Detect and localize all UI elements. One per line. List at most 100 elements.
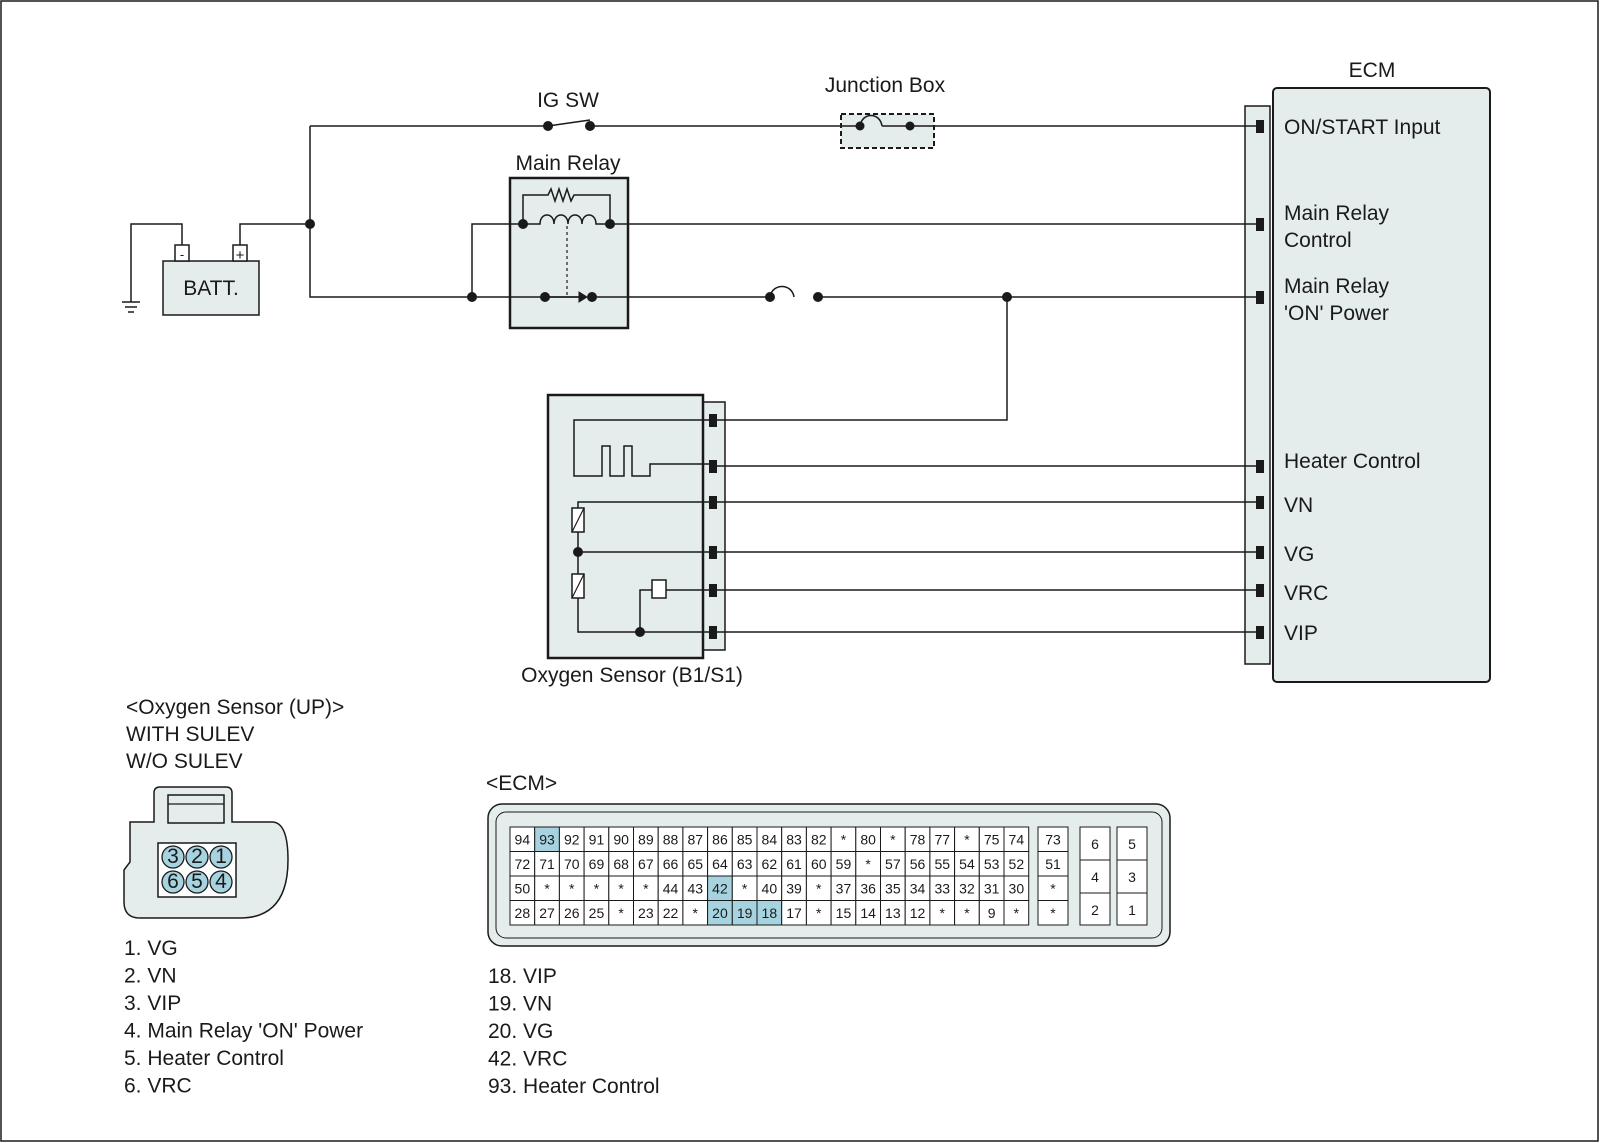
ecm-pin-number: *: [816, 905, 822, 921]
ecm-side-number: 51: [1045, 856, 1061, 872]
sensor-pin-number: 6: [167, 870, 179, 893]
ecm-pin-number: 80: [860, 831, 876, 847]
junction-dot: [765, 292, 775, 302]
ecm-pin-cell: [608, 826, 634, 852]
ecm-pin-cell: [731, 875, 758, 901]
ecm-pin-number: 18: [762, 905, 778, 921]
ecm-pin-cell: [1003, 851, 1030, 877]
ecm-pin-cell: [978, 900, 1005, 926]
ig-switch-label: IG SW: [537, 89, 599, 112]
sensor-pin-number: 3: [167, 845, 179, 868]
ecm-block-pin-number: 4: [1091, 869, 1099, 885]
ecm-pin-cell: [756, 900, 783, 926]
sensor-pin-number: 1: [215, 845, 227, 868]
junction-dots: [305, 121, 1012, 637]
sensor-pin-list-item: 3. VIP: [124, 992, 181, 1015]
relay-coil: [523, 214, 610, 225]
ecm-pin-number: 82: [811, 831, 827, 847]
ecm-pin-number: 35: [885, 880, 901, 896]
ecm-pin-cell: [756, 851, 783, 877]
ecm-pin-number: 56: [910, 856, 926, 872]
ecm-side-cell: [1037, 851, 1069, 877]
ecm-block-column: [1116, 826, 1148, 926]
ecm-pin-number: *: [594, 880, 600, 896]
ecm-pin-number: 84: [762, 831, 778, 847]
ecm-pin-number: 14: [860, 905, 876, 921]
ecm-pin-number: 36: [860, 880, 876, 896]
ecm-pin-cell: [633, 851, 659, 877]
ecm-pin-number: *: [865, 856, 871, 872]
sensor-pin: [709, 414, 717, 427]
ecm-pin-cell: [880, 826, 906, 852]
sensor-pin-5: [185, 870, 209, 894]
ecm-pin-number: *: [940, 905, 946, 921]
ecm-pin-cell: [830, 826, 857, 852]
ecm-pin-number: 90: [613, 831, 629, 847]
ecm-pin-number: 19: [737, 905, 753, 921]
ecm-side-cell: [1037, 900, 1069, 926]
junction-dot: [587, 292, 597, 302]
ecm-pin-number: *: [618, 880, 624, 896]
ecm-pin-cell: [682, 851, 709, 877]
ecm-pin-number: 32: [959, 880, 975, 896]
ecm-pin-list-item: 18. VIP: [488, 965, 557, 988]
ecm-pin-number: 62: [762, 856, 778, 872]
relay-contact-arrow: [578, 291, 588, 303]
sensor-pin: [709, 546, 717, 559]
ecm-terminal-label-main_relay_control: Control: [1284, 229, 1352, 252]
ecm-pin-number: *: [816, 880, 822, 896]
main-relay-label: Main Relay: [515, 152, 621, 175]
ecm-pin-number: *: [569, 880, 575, 896]
sensor-pin: [709, 626, 717, 639]
junction-dot: [813, 292, 823, 302]
ecm-pin-number: 55: [934, 856, 950, 872]
ecm-connector-inner: [495, 811, 1163, 939]
ecm-terminal-label-main_relay_on_power: Main Relay: [1284, 275, 1390, 298]
ecm-pin-number: 54: [959, 856, 975, 872]
ecm-pin-number: 23: [638, 905, 654, 921]
oxygen-sensor-connector-strip: [702, 401, 726, 651]
sensor-element-upper-mark: [571, 507, 585, 533]
ecm-block-pin-number: 5: [1128, 836, 1136, 852]
ecm-pin-number: 44: [663, 880, 679, 896]
ecm-pin-number: 52: [1009, 856, 1025, 872]
ecm-pin-number: 37: [836, 880, 852, 896]
ecm-pin-number: *: [890, 831, 896, 847]
junction-box-label: Junction Box: [825, 74, 946, 97]
ecm-pin-cell: [781, 875, 807, 901]
ecm-pin-number: 15: [836, 905, 852, 921]
ecm-pin-cell: [929, 851, 956, 877]
sensor-pin-3: [161, 845, 185, 869]
ecm-pin-cell: [904, 851, 931, 877]
sensor-pin-number: 5: [191, 870, 203, 893]
ecm-pin-number: 67: [638, 856, 654, 872]
ecm-pin-number: 12: [910, 905, 926, 921]
ecm-pin-cell: [1003, 875, 1030, 901]
ecm-pin-number: 20: [712, 905, 728, 921]
ecm-terminal-label-vg: VG: [1284, 543, 1314, 566]
ecm-pin: [1256, 218, 1264, 231]
ecm-pin-number: 94: [515, 831, 531, 847]
battery-positive-label: +: [236, 247, 245, 264]
sensor-pin-number: 4: [215, 870, 227, 893]
ecm-pin: [1256, 584, 1264, 597]
main-relay-on-power-wire: [592, 285, 1256, 298]
ecm-pin-number: 75: [984, 831, 1000, 847]
ecm-pin-cell: [805, 900, 832, 926]
ecm-pin-cell: [608, 851, 634, 877]
ecm-pin-cell: [633, 875, 659, 901]
sensor-pin-list-item: 5. Heater Control: [124, 1047, 284, 1070]
sensor-connector-title-line: W/O SULEV: [126, 750, 243, 773]
sensor-vrc-internal: [639, 589, 714, 598]
sensor-pin: [709, 584, 717, 597]
ecm-pin-cell: [978, 826, 1005, 852]
main-relay-box: [508, 176, 630, 330]
ecm-pin-cell: [509, 826, 536, 852]
sensor-pin-2: [185, 845, 209, 869]
ecm-pin-cell: [583, 826, 610, 852]
